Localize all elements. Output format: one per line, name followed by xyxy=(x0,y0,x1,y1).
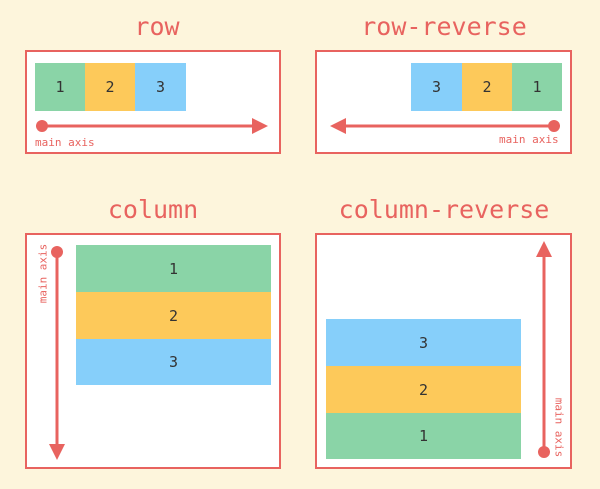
column-reverse-axis-arrow xyxy=(536,241,552,458)
row-reverse-axis-label: main axis xyxy=(499,133,559,146)
row-axis-arrow xyxy=(36,118,268,134)
column-item-3: 3 xyxy=(76,339,271,385)
row-reverse-axis-arrow xyxy=(330,118,560,134)
title-row: row xyxy=(134,12,180,41)
column-item-2: 2 xyxy=(76,292,271,339)
column-reverse-item-1: 1 xyxy=(326,413,521,459)
column-item-1: 1 xyxy=(76,245,271,292)
row-reverse-item-1: 1 xyxy=(512,63,562,111)
row-reverse-item-2: 2 xyxy=(462,63,512,111)
title-column: column xyxy=(107,195,199,224)
row-axis-label: main axis xyxy=(35,136,95,149)
column-axis-arrow xyxy=(49,246,65,460)
title-column-reverse: column-reverse xyxy=(338,195,550,224)
column-reverse-item-3: 3 xyxy=(326,319,521,366)
row-item-2: 2 xyxy=(85,63,135,111)
row-reverse-item-3: 3 xyxy=(411,63,462,111)
title-row-reverse: row-reverse xyxy=(361,12,527,41)
column-reverse-item-2: 2 xyxy=(326,366,521,413)
row-item-3: 3 xyxy=(135,63,186,111)
row-item-1: 1 xyxy=(35,63,85,111)
